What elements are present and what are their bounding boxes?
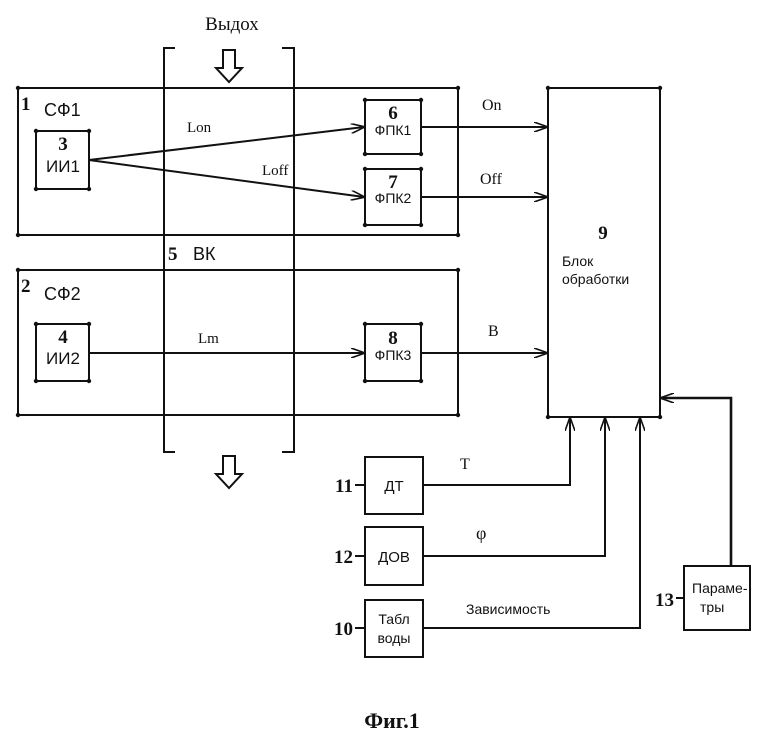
water-table-number: 10	[334, 619, 353, 640]
filter1-label: СФ1	[44, 100, 81, 120]
signal-on-label: On	[482, 97, 502, 114]
emitter1-number: 3	[58, 134, 68, 155]
humidity-sensor-number: 12	[334, 547, 353, 568]
water-table-line2: воды	[378, 630, 411, 646]
filter2-label: СФ2	[44, 284, 81, 304]
receiver3-label: ФПК3	[375, 347, 412, 363]
receiver3-number: 8	[388, 328, 398, 349]
emitter2-label: ИИ2	[46, 349, 80, 368]
signal-dependence-label: Зависимость	[466, 601, 550, 617]
receiver1-number: 6	[388, 103, 398, 124]
channel-label: ВК	[193, 244, 216, 264]
filter1-number: 1	[21, 94, 31, 115]
signal-t-arrow	[423, 418, 570, 485]
channel-number: 5	[168, 244, 178, 265]
processing-number: 9	[598, 223, 608, 244]
water-table-line1: Табл	[378, 611, 409, 627]
beam-m-label: Lm	[198, 331, 219, 347]
beam-on-label: Lon	[187, 120, 212, 136]
parameters-line1: Параме-	[692, 580, 748, 596]
measurement-channel	[164, 48, 294, 452]
exhale-in-arrow-icon	[216, 50, 242, 82]
exhale-out-arrow-icon	[216, 456, 242, 488]
emitter2-number: 4	[58, 327, 68, 348]
temp-sensor-label: ДТ	[384, 478, 403, 495]
signal-t-label: T	[460, 456, 470, 473]
processing-line2: обработки	[562, 271, 629, 287]
processing-line1: Блок	[562, 253, 594, 269]
exhale-label: Выдох	[205, 14, 259, 35]
receiver2-label: ФПК2	[375, 190, 412, 206]
signal-off-label: Off	[480, 171, 503, 188]
filter2-number: 2	[21, 276, 31, 297]
signal-phi-label: φ	[476, 523, 486, 543]
temp-sensor-number: 11	[335, 476, 353, 497]
signal-dependence-arrow	[423, 418, 640, 628]
parameters-box	[684, 566, 750, 630]
signal-phi-arrow	[423, 418, 605, 556]
emitter1-label: ИИ1	[46, 157, 80, 176]
beam-off-label: Loff	[262, 163, 288, 179]
parameters-number: 13	[655, 590, 674, 611]
water-table-box	[365, 600, 423, 657]
parameters-line2: тры	[700, 599, 724, 615]
humidity-sensor-label: ДОВ	[378, 549, 410, 566]
signal-parameters-arrow	[661, 398, 731, 566]
beam-off-arrow	[89, 160, 364, 197]
receiver1-label: ФПК1	[375, 122, 412, 138]
signal-b-label: B	[488, 323, 499, 340]
figure-caption: Фиг.1	[364, 708, 420, 733]
beam-on-arrow	[89, 127, 364, 160]
